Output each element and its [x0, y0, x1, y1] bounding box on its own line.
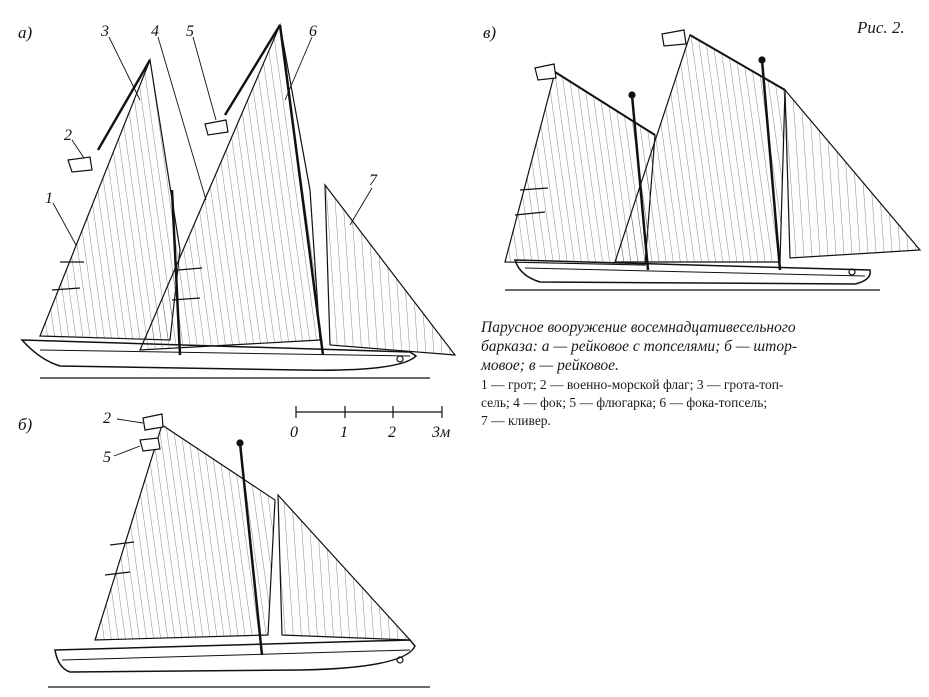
scale-tick-1: 1: [340, 424, 348, 441]
callout-a-3: 3: [100, 23, 109, 40]
callout-a-5: 5: [186, 23, 194, 40]
callout-b-5: 5: [103, 449, 111, 466]
callout-a-2: 2: [64, 127, 72, 144]
figure-caption: Парусное вооружение восемнадцативесельно…: [481, 318, 921, 375]
panel-a-drawing: [20, 22, 457, 379]
scale-bar: [295, 406, 443, 418]
legend-line-2: сель; 4 — фок; 5 — флюгарка; 6 — фока-то…: [481, 395, 768, 410]
panel-b-label: б): [18, 415, 33, 434]
figure-legend: 1 — грот; 2 — военно-морской флаг; 3 — г…: [481, 376, 921, 430]
panel-v-drawing: [504, 29, 922, 291]
panel-v-label: в): [483, 23, 496, 42]
legend-line-1: 1 — грот; 2 — военно-морской флаг; 3 — г…: [481, 377, 784, 392]
caption-line-1: Парусное вооружение восемнадцативесельно…: [481, 319, 796, 336]
callout-a-6: 6: [309, 23, 317, 40]
caption-line-2: барказа: а — рейковое с топселями; б — ш…: [481, 338, 797, 355]
caption-line-3: мовое; в — рейковое.: [481, 357, 619, 374]
legend-line-3: 7 — кливер.: [481, 413, 551, 428]
callout-a-4: 4: [151, 23, 159, 40]
callout-a-7: 7: [369, 172, 378, 189]
scale-tick-2: 2: [388, 424, 396, 441]
scale-tick-3: 3м: [431, 424, 450, 441]
panel-b-drawing: [48, 413, 430, 688]
callout-b-2: 2: [103, 410, 111, 427]
scale-tick-0: 0: [290, 424, 298, 441]
figure-label: Рис. 2.: [857, 18, 905, 37]
panel-a-label: а): [18, 23, 33, 42]
callout-a-1: 1: [45, 190, 53, 207]
